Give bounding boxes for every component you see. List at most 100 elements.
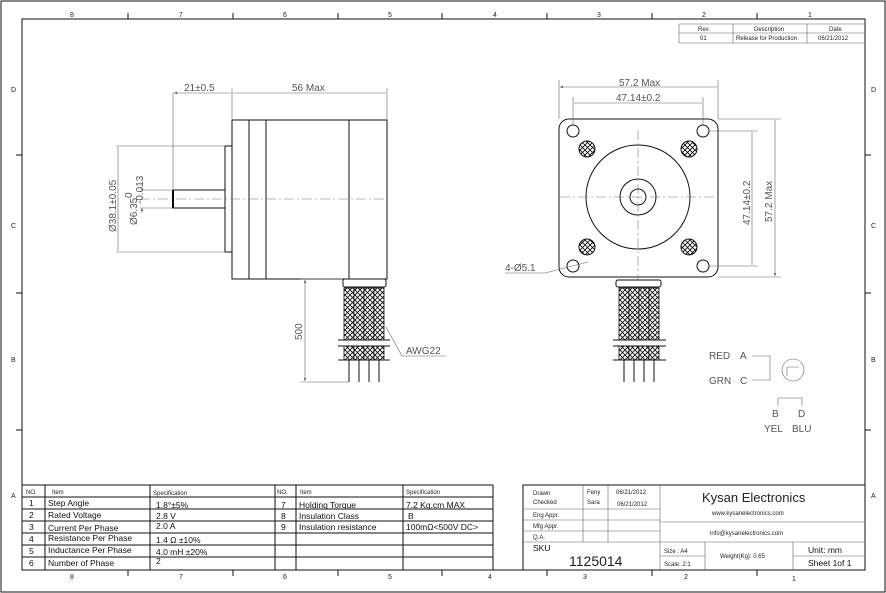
zone-row: C xyxy=(11,223,16,230)
company-website: www.kysanelectronics.com xyxy=(711,511,784,517)
svg-text:Rated Voltage: Rated Voltage xyxy=(48,510,102,520)
svg-text:8: 8 xyxy=(281,511,286,521)
table-row: 5 Inductance Per Phase 4.0 mH ±20% xyxy=(29,545,208,557)
width-max-dim: 57.2 Max xyxy=(619,78,660,89)
zone-row: B xyxy=(11,357,16,364)
svg-text:2: 2 xyxy=(29,510,34,520)
svg-text:2.0 A: 2.0 A xyxy=(156,521,176,531)
svg-text:7: 7 xyxy=(281,500,286,510)
wire-blu: BLU xyxy=(792,424,811,435)
shaft-diameter-dim: Ø6.35 xyxy=(129,197,140,225)
approval-row: Eng Appr. xyxy=(533,513,559,519)
shaft-tol-upper: 0 xyxy=(124,192,135,198)
svg-text:1: 1 xyxy=(29,498,34,508)
wire-grn: GRN xyxy=(709,376,731,387)
pilot-diameter-dim: Ø38.1±0.05 xyxy=(108,179,119,232)
description-header: Description xyxy=(754,27,784,33)
mount-holes-label: 4-Ø5.1 xyxy=(505,263,536,274)
svg-text:Resistance Per Phase: Resistance Per Phase xyxy=(48,533,132,543)
wire-yel: YEL xyxy=(764,424,783,435)
svg-text:Insulation Class: Insulation Class xyxy=(299,511,359,521)
sku-value: 1125014 xyxy=(569,553,623,569)
terminal-a: A xyxy=(740,351,747,362)
zone-markers: 8 7 6 5 4 3 2 1 8 7 6 5 4 3 2 1 D C B A … xyxy=(11,12,876,583)
zone-col: 8 xyxy=(70,574,74,581)
shaft-length-dim: 21±0.5 xyxy=(184,83,215,94)
drawing-scale: Scale: 2:1 xyxy=(664,562,691,568)
terminal-b: B xyxy=(772,409,779,420)
wiring-diagram: RED A GRN C B D YEL BLU xyxy=(709,351,811,435)
header-item: Item xyxy=(300,490,312,496)
zone-row: A xyxy=(871,493,876,500)
zone-col: 2 xyxy=(684,574,688,581)
hole-spacing-dim: 47.14±0.2 xyxy=(616,93,661,104)
terminal-d: D xyxy=(798,409,805,420)
svg-text:2.8 V: 2.8 V xyxy=(156,511,176,521)
side-view: 21±0.5 56 Max Ø38.1±0.05 Ø6.35 0 -0.013 … xyxy=(108,83,446,383)
rev-header: Rev. xyxy=(698,27,710,33)
svg-text:1.4 Ω ±10%: 1.4 Ω ±10% xyxy=(156,535,201,545)
header-spec: Specification xyxy=(406,490,440,496)
svg-text:1.8°±5%: 1.8°±5% xyxy=(156,500,189,510)
svg-text:Step Angle: Step Angle xyxy=(48,498,89,508)
svg-text:B: B xyxy=(408,511,414,521)
sku-label: SKU xyxy=(533,543,550,553)
zone-row: D xyxy=(11,87,16,94)
svg-text:4.0 mH ±20%: 4.0 mH ±20% xyxy=(156,547,208,557)
zone-row: D xyxy=(871,87,876,94)
zone-col: 3 xyxy=(583,574,587,581)
zone-col: 5 xyxy=(388,574,392,581)
date-header: Date xyxy=(829,27,842,33)
front-view: 57.2 Max 47.14±0.2 47.14±0.2 57.2 Max 4-… xyxy=(505,78,781,382)
header-no: NO. xyxy=(26,490,37,496)
zone-col: 1 xyxy=(792,576,796,583)
unit: Unit: mm xyxy=(808,545,842,555)
zone-col: 6 xyxy=(283,574,287,581)
svg-text:100mΩ<500V DC>: 100mΩ<500V DC> xyxy=(406,522,478,532)
header-spec: Specification xyxy=(153,491,187,497)
zone-row: B xyxy=(871,357,876,364)
svg-text:7.2 Kg.cm MAX: 7.2 Kg.cm MAX xyxy=(406,500,465,510)
company-name: Kysan Electronics xyxy=(702,490,806,505)
svg-text:5: 5 xyxy=(29,546,34,556)
rev-date: 06/21/2012 xyxy=(818,36,849,42)
zone-col: 2 xyxy=(702,12,706,19)
terminal-c: C xyxy=(740,376,747,387)
svg-text:9: 9 xyxy=(281,522,286,532)
zone-col: 1 xyxy=(808,12,812,19)
hole-spacing-v-dim: 47.14±0.2 xyxy=(742,180,753,225)
spec-table: NO. Item Specification NO. Item Specific… xyxy=(22,484,494,570)
header-item: Item xyxy=(52,490,64,496)
svg-text:6: 6 xyxy=(29,558,34,568)
approval-row: Mfg Appr. xyxy=(533,524,559,530)
svg-text:Eng Appr.: Eng Appr. xyxy=(533,513,559,519)
header-no: NO. xyxy=(277,490,288,496)
table-row: 8 Insulation Class B xyxy=(281,511,414,521)
paper-size: Size : A4 xyxy=(664,549,688,555)
body-length-dim: 56 Max xyxy=(292,83,325,94)
svg-text:Feny: Feny xyxy=(587,490,600,496)
wire-gauge-label: AWG22 xyxy=(406,346,441,357)
zone-row: A xyxy=(11,493,16,500)
shaft-tol-lower: -0.013 xyxy=(135,175,146,204)
svg-text:Drawn: Drawn xyxy=(533,491,550,497)
lead-length-dim: 500 xyxy=(294,323,305,340)
company-email: info@kysanelectronics.com xyxy=(710,531,783,537)
zone-col: 5 xyxy=(388,12,392,19)
zone-col: 4 xyxy=(488,574,492,581)
svg-text:Checked: Checked xyxy=(533,500,557,506)
svg-text:Inductance Per Phase: Inductance Per Phase xyxy=(48,545,132,555)
svg-text:Mfg Appr.: Mfg Appr. xyxy=(533,524,559,530)
zone-col: 3 xyxy=(597,12,601,19)
rev-value: 01 xyxy=(700,36,707,42)
svg-text:3: 3 xyxy=(29,522,34,532)
rev-description: Release for Production xyxy=(736,36,797,42)
